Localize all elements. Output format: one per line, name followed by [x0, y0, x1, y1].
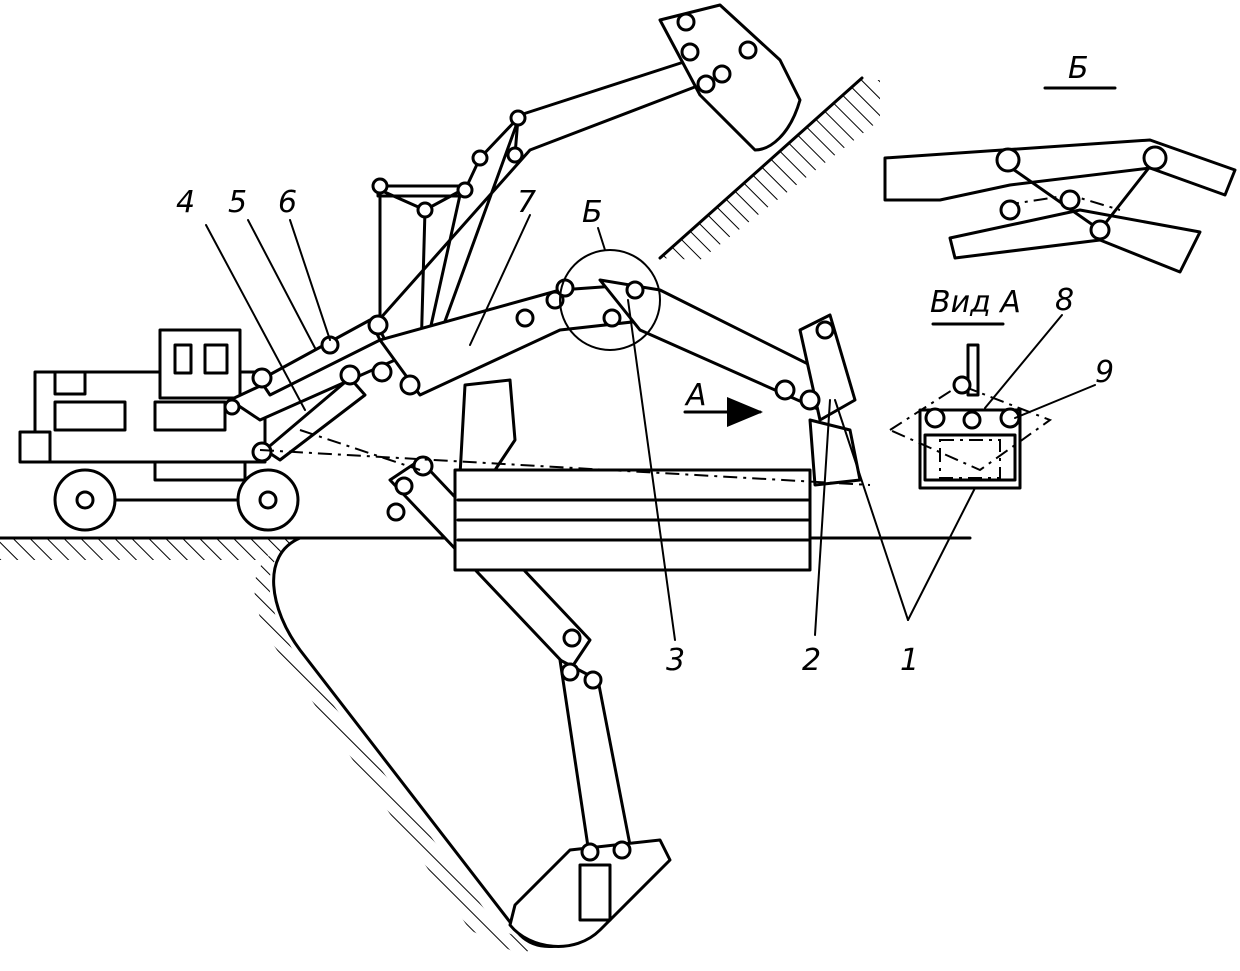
label-7: 7: [517, 185, 536, 220]
leader-lines: [205, 214, 1096, 641]
carrier-truck: [18, 328, 300, 532]
label-b-callout: Б: [582, 195, 603, 230]
view-a-inset: [887, 322, 1053, 490]
ground: [0, 536, 972, 955]
label-arrow-a: А: [684, 378, 707, 413]
detail-b-callout-circle: [559, 249, 661, 351]
detail-b-title: Б: [1068, 51, 1089, 86]
boom-planning-position: [223, 278, 871, 572]
trench-wall: [254, 538, 541, 955]
label-4: 4: [176, 185, 195, 220]
label-8: 8: [1055, 283, 1074, 318]
label-9: 9: [1095, 355, 1114, 390]
detail-b-inset: [883, 86, 1237, 274]
view-a-title: Вид А: [930, 285, 1021, 320]
label-5: 5: [228, 185, 247, 220]
label-2: 2: [802, 643, 821, 678]
label-3: 3: [666, 643, 685, 678]
label-6: 6: [278, 185, 297, 220]
upper-slope: [658, 76, 880, 260]
label-1: 1: [900, 643, 919, 678]
